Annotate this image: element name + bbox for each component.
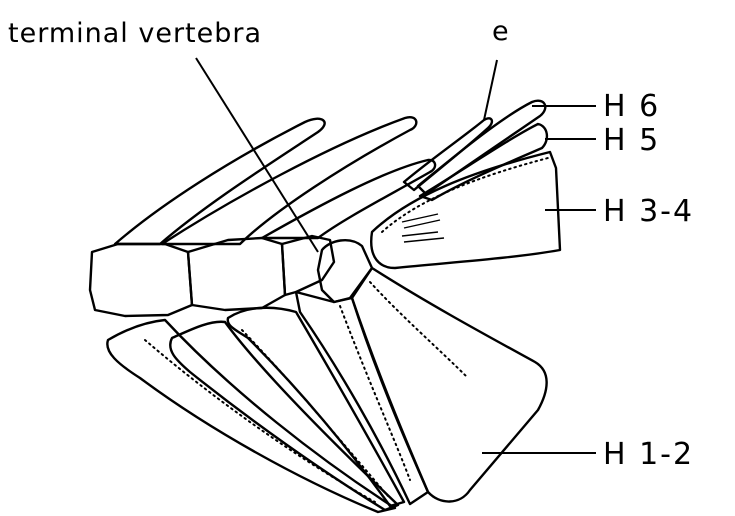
vertebra-centrum-1: [90, 244, 192, 316]
label-h5: H 5: [603, 123, 660, 158]
hatching-marks: [402, 214, 444, 242]
label-h1-2: H 1-2: [603, 437, 694, 472]
neural-spine-1: [115, 119, 325, 244]
parhypural: [296, 292, 428, 504]
terminal-vertebra: [318, 240, 372, 302]
label-terminal-vertebra: terminal vertebra: [8, 18, 262, 49]
leader-e: [484, 60, 497, 120]
vertebra-centrum-2: [188, 238, 285, 310]
label-h3-4: H 3-4: [603, 194, 694, 229]
label-e: e: [492, 16, 509, 47]
label-h6: H 6: [603, 89, 660, 124]
hypural-1-2: [352, 268, 547, 502]
hypural-6: [418, 101, 545, 194]
leader-terminal-vertebra: [196, 58, 318, 252]
haemal-spine-1: [107, 320, 395, 512]
